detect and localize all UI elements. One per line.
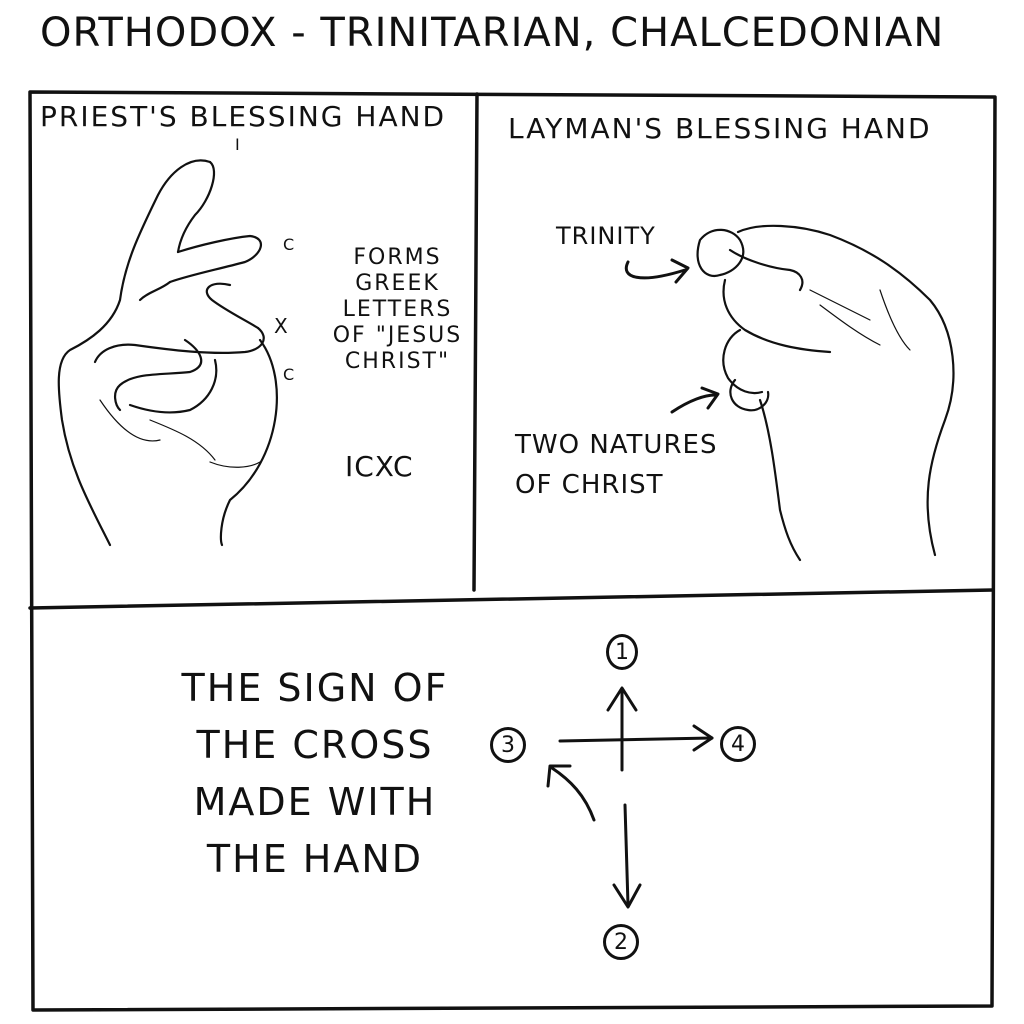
trinity-label: TRINITY (556, 222, 656, 250)
step-4-circle: 4 (720, 726, 756, 762)
arrow-down (623, 803, 630, 907)
step-3-circle: 3 (490, 727, 526, 763)
greek-letter-x: X (274, 314, 288, 338)
page-title: ORTHODOX - TRINITARIAN, CHALCEDONIAN (40, 10, 945, 56)
arrow-curve (550, 766, 596, 822)
sign-of-cross-text: THE SIGN OF THE CROSS MADE WITH THE HAND (181, 666, 449, 881)
panel-divider-vertical (472, 92, 479, 592)
greek-letter-c-lower: C (283, 365, 295, 384)
annotation-arrows (624, 258, 720, 414)
arrow-right (558, 736, 714, 743)
layman-panel-title: LAYMAN'S BLESSING HAND (508, 112, 932, 145)
panel-border (28, 90, 997, 1012)
priest-hand-drawing (57, 159, 278, 547)
greek-letter-c-upper: C (283, 235, 295, 254)
priest-panel-title: PRIEST'S BLESSING HAND (40, 100, 447, 133)
greek-letter-i: I (235, 135, 240, 154)
panel-divider-horizontal (28, 588, 995, 610)
two-natures-label: TWO NATURES OF CHRIST (515, 430, 718, 500)
greek-letters-note: FORMS GREEK LETTERS OF "JESUS CHRIST" (332, 245, 463, 374)
icxc-label: ICXC (345, 450, 414, 483)
layman-hand-drawing (696, 224, 955, 562)
step-2-circle: 2 (603, 924, 639, 960)
step-1-circle: 1 (606, 634, 638, 670)
cross-diagram (546, 686, 714, 909)
